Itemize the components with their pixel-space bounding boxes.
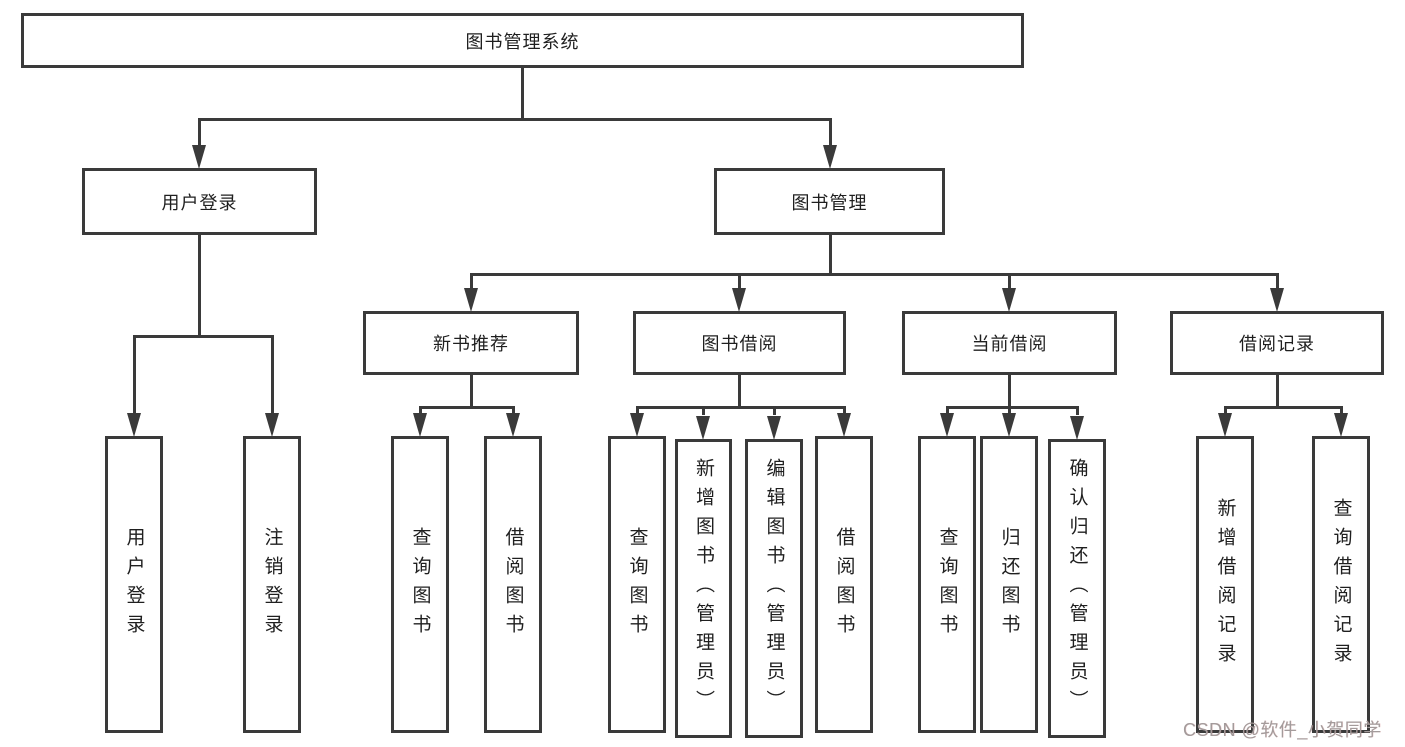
node-current-borrow: 当前借阅 xyxy=(902,311,1117,375)
arrow-down-icon xyxy=(630,413,644,437)
node-book-borrow: 图书借阅 xyxy=(633,311,846,375)
connector-cb-l3 xyxy=(1076,406,1079,415)
leaf-rec-borrow-books-label: 借阅图书 xyxy=(502,526,524,643)
connector-level3-splitter xyxy=(470,273,1279,276)
leaf-logout: 注销登录 xyxy=(243,436,301,733)
node-user-login: 用户登录 xyxy=(82,168,317,235)
connector-bb-l1 xyxy=(636,406,639,415)
connector-userlogin-splitter xyxy=(133,335,274,338)
leaf-bb-add-books-admin-label: 新增图书（管理员） xyxy=(693,458,714,719)
arrow-down-icon xyxy=(1270,288,1284,312)
leaf-bb-borrow-books-label: 借阅图书 xyxy=(833,526,855,643)
connector-bookborrow-stub xyxy=(738,375,741,406)
arrow-down-icon xyxy=(823,145,837,169)
connector-newrec-splitter xyxy=(419,406,515,409)
arrow-down-icon xyxy=(696,416,710,440)
connector-userlogin-stub xyxy=(198,235,201,335)
connector-newrec-l2 xyxy=(512,406,515,415)
leaf-rec-borrow-books: 借阅图书 xyxy=(484,436,542,733)
leaf-bb-edit-books-admin-label: 编辑图书（管理员） xyxy=(763,458,785,719)
leaf-user-login-label: 用户登录 xyxy=(123,526,145,643)
node-borrow-records: 借阅记录 xyxy=(1170,311,1384,375)
leaf-cb-return-books: 归还图书 xyxy=(980,436,1038,733)
leaf-cb-return-books-label: 归还图书 xyxy=(998,526,1020,643)
connector-newrec-l1 xyxy=(419,406,422,415)
node-root-label: 图书管理系统 xyxy=(465,31,580,52)
node-root: 图书管理系统 xyxy=(21,13,1024,68)
connector-root-stub xyxy=(521,68,524,118)
arrow-down-icon xyxy=(1002,413,1016,437)
arrow-down-icon xyxy=(1334,413,1348,437)
leaf-cb-confirm-return-admin-label: 确认归还（管理员） xyxy=(1066,458,1088,719)
arrow-down-icon xyxy=(1218,413,1232,437)
connector-records-stub xyxy=(1276,375,1279,406)
node-book-mgmt-label: 图书管理 xyxy=(791,192,868,213)
arrow-down-icon xyxy=(464,288,478,312)
connector-bookborrow-splitter xyxy=(636,406,846,409)
leaf-logout-label: 注销登录 xyxy=(261,526,283,643)
connector-cb-l2 xyxy=(1008,406,1011,415)
connector-currentborrow-splitter xyxy=(946,406,1079,409)
connector-to-leaf-logout xyxy=(271,335,274,415)
connector-rec-l1 xyxy=(1224,406,1227,415)
connector-currentborrow-stub xyxy=(1008,375,1011,406)
leaf-cb-query-books: 查询图书 xyxy=(918,436,976,733)
leaf-user-login: 用户登录 xyxy=(105,436,163,733)
arrow-down-icon xyxy=(940,413,954,437)
connector-to-records xyxy=(1276,273,1279,291)
node-user-login-label: 用户登录 xyxy=(161,192,238,213)
node-current-borrow-label: 当前借阅 xyxy=(971,334,1048,354)
arrow-down-icon xyxy=(732,288,746,312)
arrow-down-icon xyxy=(413,413,427,437)
connector-records-splitter xyxy=(1224,406,1343,409)
connector-to-book-mgmt xyxy=(829,118,832,150)
connector-to-newrec xyxy=(470,273,473,291)
connector-bb-l4 xyxy=(843,406,846,415)
connector-to-bookborrow xyxy=(738,273,741,291)
node-book-borrow-label: 图书借阅 xyxy=(701,334,778,354)
csdn-watermark: CSDN @软件_小贺同学 xyxy=(1183,720,1382,740)
connector-rec-l2 xyxy=(1340,406,1343,415)
leaf-cb-query-books-label: 查询图书 xyxy=(936,526,958,643)
leaf-bb-query-books-label: 查询图书 xyxy=(626,526,648,643)
node-borrow-records-label: 借阅记录 xyxy=(1239,334,1315,354)
leaf-bb-add-books-admin: 新增图书（管理员） xyxy=(675,439,732,738)
connector-bb-l3 xyxy=(773,406,776,415)
connector-to-user-login xyxy=(198,118,201,150)
leaf-rec-query-books: 查询图书 xyxy=(391,436,449,733)
arrow-down-icon xyxy=(837,413,851,437)
leaf-cb-confirm-return-admin: 确认归还（管理员） xyxy=(1048,439,1106,738)
arrow-down-icon xyxy=(767,416,781,440)
arrow-down-icon xyxy=(506,413,520,437)
arrow-down-icon xyxy=(1002,288,1016,312)
leaf-br-add-record: 新增借阅记录 xyxy=(1196,436,1254,733)
arrow-down-icon xyxy=(192,145,206,169)
connector-bookmgmt-stub xyxy=(829,235,832,273)
connector-bb-l2 xyxy=(702,406,705,415)
connector-cb-l1 xyxy=(946,406,949,415)
leaf-bb-borrow-books: 借阅图书 xyxy=(815,436,873,733)
node-book-mgmt: 图书管理 xyxy=(714,168,945,235)
leaf-rec-query-books-label: 查询图书 xyxy=(409,526,431,643)
leaf-br-add-record-label: 新增借阅记录 xyxy=(1214,497,1236,672)
connector-newrec-stub xyxy=(470,375,473,406)
arrow-down-icon xyxy=(1070,416,1084,440)
leaf-br-query-record-label: 查询借阅记录 xyxy=(1330,497,1352,672)
connector-to-currentborrow xyxy=(1008,273,1011,291)
node-new-book-rec-label: 新书推荐 xyxy=(433,334,509,354)
leaf-bb-query-books: 查询图书 xyxy=(608,436,666,733)
leaf-br-query-record: 查询借阅记录 xyxy=(1312,436,1370,733)
connector-to-leaf-userlogin xyxy=(133,335,136,415)
arrow-down-icon xyxy=(127,413,141,437)
connector-level2-splitter xyxy=(198,118,832,121)
arrow-down-icon xyxy=(265,413,279,437)
node-new-book-rec: 新书推荐 xyxy=(363,311,579,375)
leaf-bb-edit-books-admin: 编辑图书（管理员） xyxy=(745,439,803,738)
